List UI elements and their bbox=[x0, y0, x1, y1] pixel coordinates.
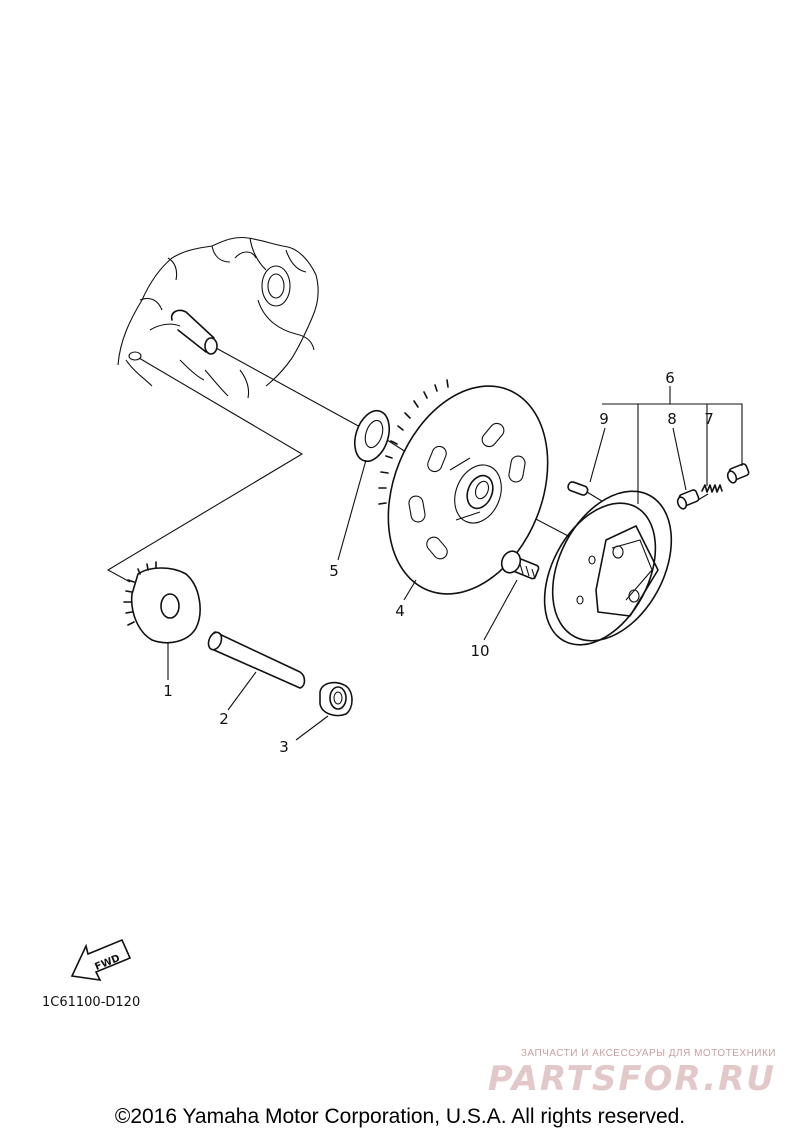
part-1-idler-gear bbox=[123, 561, 201, 644]
part-6-cap bbox=[726, 463, 750, 484]
callout-9: 9 bbox=[599, 410, 609, 428]
part-2-shaft bbox=[207, 631, 306, 689]
crankcase-outline bbox=[117, 236, 319, 399]
fwd-arrow: FWD bbox=[70, 938, 132, 982]
callout-2: 2 bbox=[219, 710, 229, 728]
part-8-plunger bbox=[676, 489, 700, 510]
callout-leaders bbox=[167, 386, 743, 741]
copyright-footer: ©2016 Yamaha Motor Corporation, U.S.A. A… bbox=[115, 1105, 685, 1128]
callout-3: 3 bbox=[279, 738, 289, 756]
part-6-starter-clutch bbox=[543, 490, 673, 646]
part-4-starter-wheel-gear bbox=[378, 379, 549, 595]
callout-6: 6 bbox=[665, 369, 675, 387]
callout-1: 1 bbox=[163, 682, 173, 700]
part-10-bolt bbox=[500, 550, 540, 580]
watermark-brand: PARTSFOR.RU bbox=[488, 1059, 776, 1099]
part-3-collar bbox=[319, 681, 353, 717]
callouts: 1 2 3 4 5 6 7 8 9 10 bbox=[163, 369, 714, 756]
part-7-spring bbox=[701, 484, 723, 493]
drawing-code: 1C61100-D120 bbox=[42, 995, 140, 1010]
watermark-tagline: ЗАПЧАСТИ И АКСЕССУАРЫ ДЛЯ МОТОТЕХНИКИ bbox=[521, 1048, 776, 1059]
callout-8: 8 bbox=[667, 410, 677, 428]
callout-4: 4 bbox=[395, 602, 405, 620]
part-5-washer bbox=[353, 409, 391, 463]
callout-10: 10 bbox=[470, 642, 489, 660]
callout-7: 7 bbox=[704, 410, 714, 428]
part-9-roller bbox=[567, 481, 589, 496]
callout-5: 5 bbox=[329, 562, 339, 580]
